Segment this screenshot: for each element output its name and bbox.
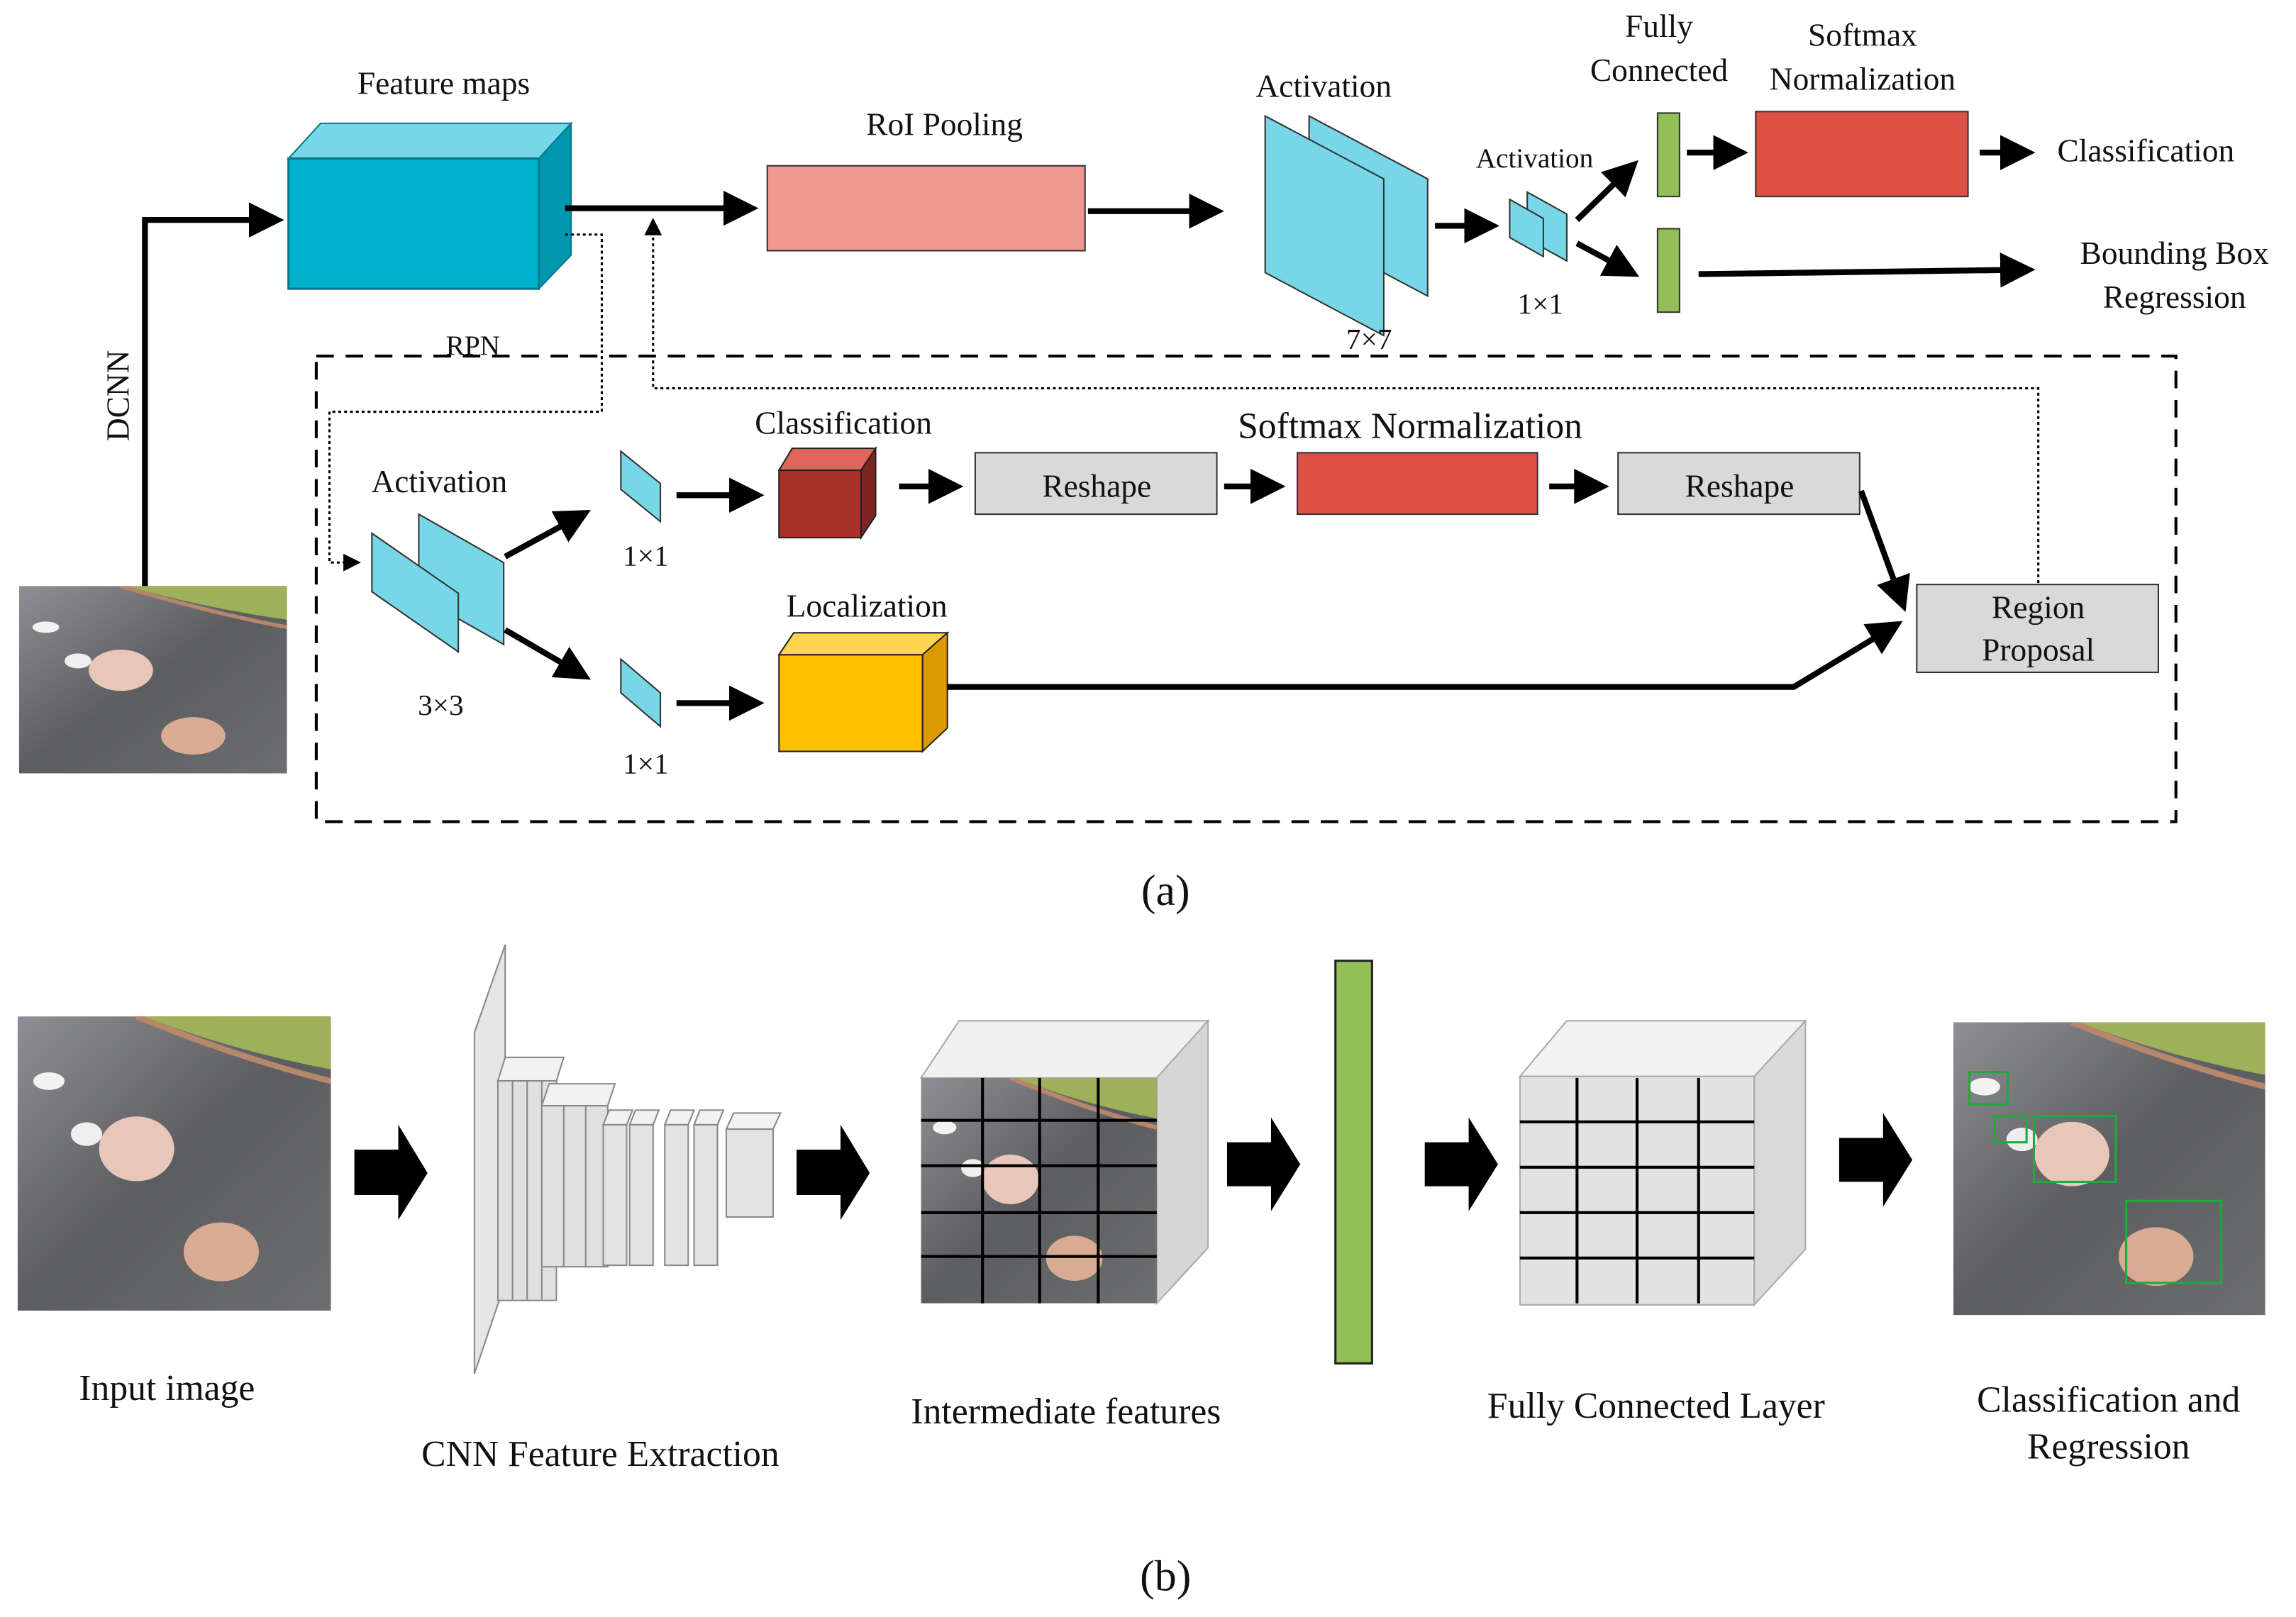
arrow-reshape-to-proposal — [1858, 489, 1910, 612]
classification-regression-label-2: Regression — [2027, 1427, 2190, 1467]
rpn-cls-1x1-size: 1×1 — [623, 539, 669, 572]
classification-output-label: Classification — [2058, 133, 2235, 169]
rpn-classification-cube — [777, 445, 877, 540]
fully-connected-layer-cube — [1518, 1018, 1807, 1307]
panel-a-caption: (a) — [1141, 867, 1190, 915]
softmax-top-label-2: Normalization — [1770, 61, 1956, 96]
input-road-image-a — [19, 586, 287, 773]
feature-vector-bar — [1334, 960, 1373, 1365]
intermediate-features-cube — [919, 1018, 1210, 1306]
activation-1x1-maps — [1509, 191, 1568, 262]
softmax-top-label-1: Softmax — [1808, 17, 1917, 52]
rpn-localization-cube — [777, 630, 950, 753]
softmax-box-top — [1755, 111, 1969, 198]
intermediate-features-label: Intermediate features — [911, 1391, 1221, 1432]
classification-regression-label-1: Classification and — [1977, 1380, 2240, 1421]
cnn-feature-extraction-stack — [473, 944, 782, 1374]
activation-7x7-size: 7×7 — [1346, 323, 1392, 355]
fc-bar-regression — [1656, 228, 1680, 313]
activation-1x1-size: 1×1 — [1517, 287, 1563, 320]
input-road-image-b — [18, 1016, 331, 1311]
panel-a: DCNN Feature maps RoI Pooling Activation… — [19, 9, 2269, 915]
block-arrow-3 — [1226, 1117, 1301, 1211]
bbox-regression-label-2: Regression — [2103, 279, 2246, 315]
arrow-to-rpn-loc — [504, 627, 591, 680]
rpn-localization-label: Localization — [787, 589, 948, 624]
arrow-to-rpn-cls — [504, 510, 592, 560]
rpn-activation-title: Activation — [371, 464, 507, 499]
fully-connected-label-1: Fully — [1625, 9, 1693, 44]
fully-connected-label-2: Connected — [1590, 52, 1728, 88]
activation-1x1-title: Activation — [1476, 143, 1594, 174]
rpn-label: RPN — [446, 330, 500, 361]
block-arrow-1 — [354, 1124, 428, 1221]
feature-maps-cube — [287, 121, 573, 291]
panel-b-caption: (b) — [1140, 1552, 1191, 1600]
detection-box — [2032, 1114, 2117, 1183]
reshape-label-2: Reshape — [1685, 468, 1795, 504]
rpn-region-box — [314, 355, 2178, 823]
panel-b: Input image CNN Fe — [18, 944, 2266, 1600]
rpn-classification-label: Classification — [755, 406, 932, 441]
detection-box — [1993, 1114, 2028, 1144]
rpn-activation-size: 3×3 — [418, 689, 464, 721]
rpn-loc-1x1-size: 1×1 — [623, 747, 669, 779]
activation-7x7-title: Activation — [1255, 69, 1392, 104]
activation-7x7-maps — [1264, 114, 1429, 337]
arrow-to-fc-cls — [1575, 160, 1638, 223]
arrow-to-fc-reg — [1575, 240, 1640, 277]
region-proposal-box — [1916, 584, 2159, 674]
reshape-label-1: Reshape — [1042, 468, 1151, 504]
block-arrow-5 — [1839, 1113, 1913, 1207]
softmax-box-rpn — [1297, 452, 1538, 516]
roi-pooling-label: RoI Pooling — [866, 106, 1023, 142]
region-proposal-label-1: Region — [1992, 590, 2085, 626]
dcnn-arrow — [142, 202, 284, 587]
rpn-loc-1x1-map — [620, 657, 662, 728]
detection-boxes — [1968, 1071, 2223, 1284]
block-arrow-4 — [1424, 1117, 1498, 1211]
feature-maps-label: Feature maps — [357, 66, 530, 101]
fully-connected-layer-label: Fully Connected Layer — [1487, 1386, 1825, 1426]
output-detection-image — [1953, 1022, 2266, 1315]
region-proposal-label-2: Proposal — [1982, 632, 2095, 667]
dotted-arrow-to-rpn — [328, 233, 604, 572]
softmax-rpn-label: Softmax Normalization — [1238, 406, 1582, 447]
cnn-feature-extraction-label: CNN Feature Extraction — [421, 1434, 780, 1474]
detection-box — [2124, 1199, 2223, 1284]
block-arrow-2 — [797, 1124, 870, 1221]
reshape-box-1 — [974, 452, 1218, 516]
rpn-cls-1x1-map — [620, 450, 662, 523]
detection-box — [1968, 1071, 2009, 1106]
arrow-loc-to-proposal — [947, 621, 1903, 690]
fc-bar-classification — [1656, 112, 1680, 198]
input-image-label: Input image — [79, 1368, 255, 1408]
bbox-regression-label-1: Bounding Box — [2080, 235, 2269, 271]
reshape-box-2 — [1617, 452, 1860, 516]
rpn-activation-3x3-maps — [371, 513, 505, 654]
dotted-arrow-proposals-return — [644, 218, 2040, 584]
arrow-to-bbox-regression — [1698, 252, 2036, 288]
roi-pooling-box — [766, 165, 1086, 252]
dcnn-label: DCNN — [101, 350, 136, 441]
